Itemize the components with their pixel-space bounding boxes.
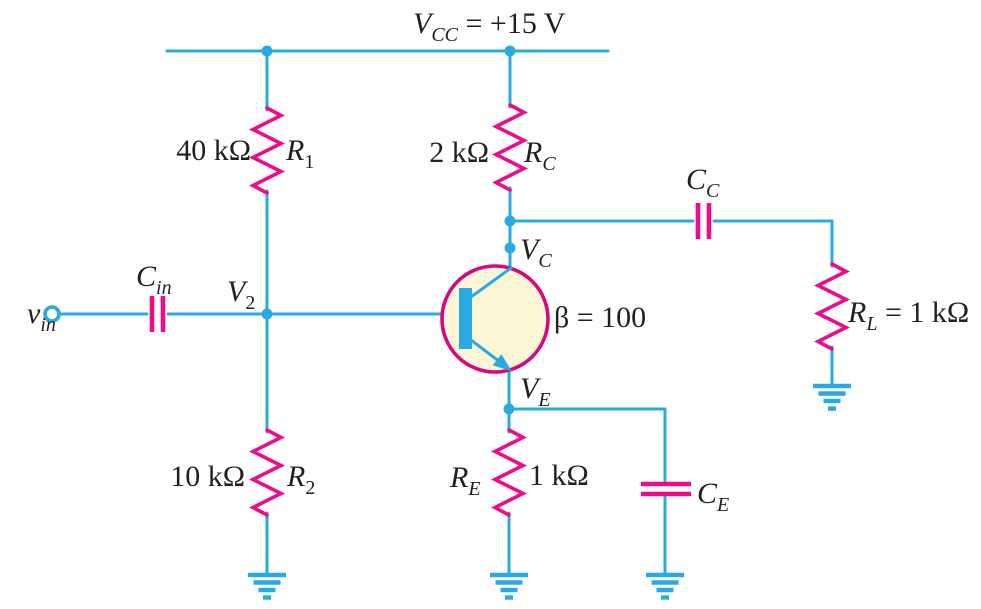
junction-dot: [261, 45, 273, 57]
label-beta: β = 100: [554, 301, 646, 334]
transistor-base-bar: [459, 288, 472, 349]
transistor-bjt: [440, 264, 550, 374]
capacitor-ce: [641, 481, 691, 497]
junctions: [43, 45, 516, 415]
label-r1-value: 40 kΩ: [176, 134, 251, 167]
resistor-rc: [491, 103, 529, 192]
label-rl: RL = 1 kΩ: [847, 296, 969, 335]
resistor-rl: [813, 262, 851, 351]
label-vc: VC: [520, 233, 552, 272]
labels: VCC = +15 V vin Cin V2 40 kΩ R1 10 kΩ R2…: [27, 7, 969, 516]
label-ve: VE: [520, 372, 551, 411]
junction-dot: [261, 308, 273, 320]
label-re-value: 1 kΩ: [529, 459, 589, 492]
emitter-arrow-icon: [492, 354, 512, 372]
transistor-body: [440, 264, 550, 374]
label-rc-name: RC: [523, 136, 556, 175]
label-v2: V2: [227, 275, 255, 314]
ground-icon: [646, 572, 684, 600]
junction-dot: [504, 215, 516, 227]
label-vcc: VCC = +15 V: [413, 7, 566, 46]
junction-dot: [504, 45, 516, 57]
label-cin: Cin: [136, 260, 172, 299]
label-r1-name: R1: [285, 134, 314, 173]
label-r2-name: R2: [286, 460, 315, 499]
ground-icon: [813, 383, 851, 411]
resistor-r1: [248, 106, 286, 195]
resistor-re: [490, 428, 528, 517]
capacitors: [149, 203, 712, 497]
ground-icon: [248, 572, 286, 600]
label-ce: CE: [697, 477, 729, 516]
resistor-r2: [248, 428, 286, 517]
input-terminal-icon: [43, 305, 61, 323]
resistors: [248, 103, 851, 517]
junction-dot: [503, 403, 515, 415]
label-vin: vin: [27, 297, 56, 336]
transistor-collector-lead: [469, 266, 513, 299]
capacitor-cc: [695, 203, 712, 239]
transistor-emitter-lead: [469, 338, 502, 364]
ground-symbols: [248, 383, 851, 600]
label-rc-value: 2 kΩ: [429, 136, 489, 169]
wires: [57, 49, 834, 577]
junction-dot: [504, 242, 516, 254]
label-re-name: RE: [449, 461, 481, 500]
capacitor-cin: [149, 296, 166, 332]
label-r2-value: 10 kΩ: [170, 460, 245, 493]
ground-icon: [490, 572, 528, 600]
label-cc: CC: [686, 163, 720, 202]
